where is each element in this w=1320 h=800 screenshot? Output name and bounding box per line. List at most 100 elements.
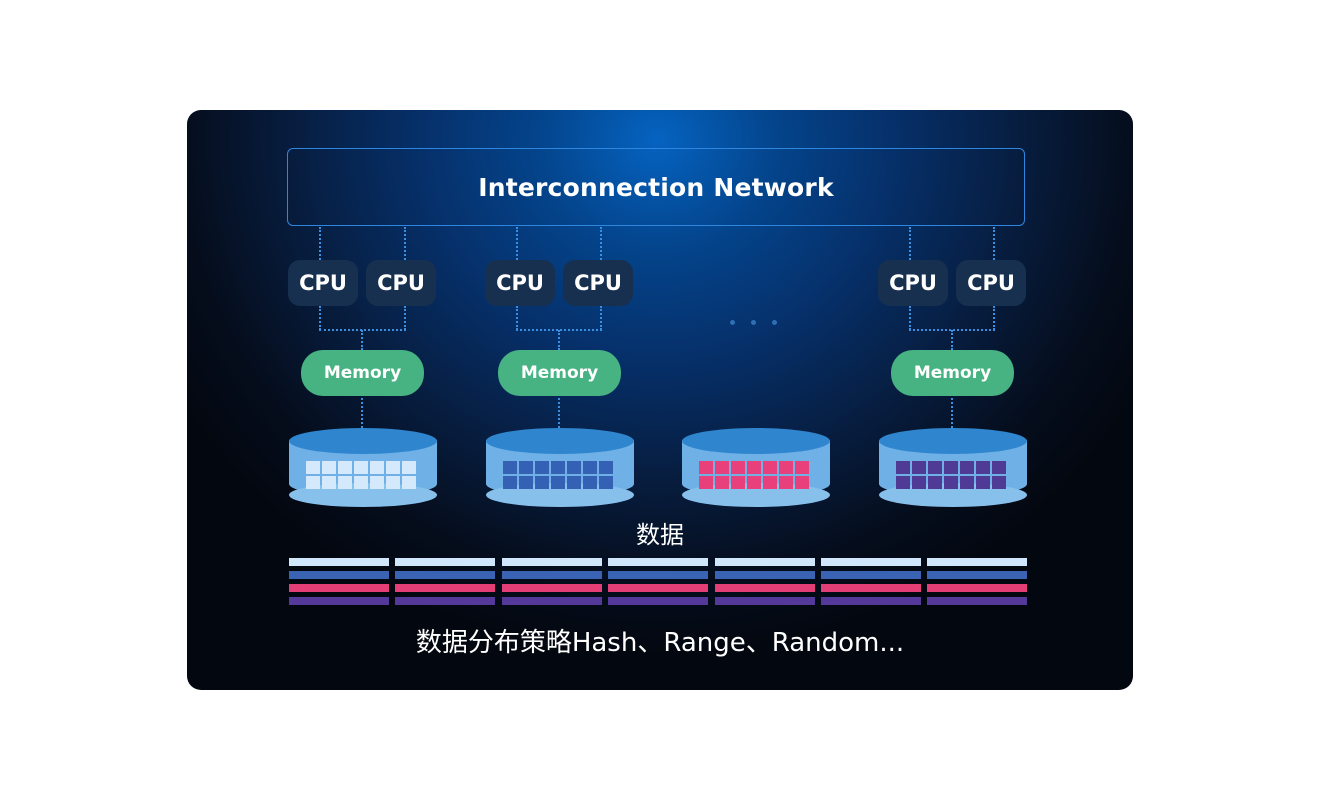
stripe-segment [395, 571, 495, 579]
stripe-segment [395, 584, 495, 592]
data-block [928, 476, 942, 489]
data-block [747, 476, 761, 489]
database-disk [682, 428, 830, 508]
stripe-segment [289, 584, 389, 592]
connector-line [361, 330, 363, 350]
data-block [583, 476, 597, 489]
data-block [402, 476, 416, 489]
data-block [338, 476, 352, 489]
data-block [912, 476, 926, 489]
stripe-segment [821, 584, 921, 592]
data-block [535, 461, 549, 474]
data-block [567, 461, 581, 474]
data-block [896, 461, 910, 474]
data-block [795, 461, 809, 474]
cpu-label: CPU [967, 271, 1015, 295]
connector-line [404, 227, 406, 260]
ellipsis-dot [772, 320, 777, 325]
data-block [960, 476, 974, 489]
interconnection-network: Interconnection Network [287, 148, 1025, 226]
memory-box: Memory [301, 350, 424, 396]
connector-line [993, 306, 995, 330]
data-block [731, 476, 745, 489]
data-block [747, 461, 761, 474]
cpu-box: CPU [563, 260, 633, 306]
network-label: Interconnection Network [478, 172, 834, 202]
stripe-segment [715, 597, 815, 605]
connector-line [951, 330, 953, 350]
stripe-segment [715, 558, 815, 566]
data-block [763, 476, 777, 489]
stripe-segment [395, 558, 495, 566]
data-block [715, 461, 729, 474]
cpu-box: CPU [956, 260, 1026, 306]
data-block [779, 476, 793, 489]
data-block [699, 461, 713, 474]
stripe-segment [289, 597, 389, 605]
stripe-segment [927, 571, 1027, 579]
connector-line [361, 398, 363, 428]
data-block [535, 476, 549, 489]
data-block [944, 476, 958, 489]
data-block [795, 476, 809, 489]
memory-label: Memory [323, 363, 402, 383]
stripe-segment [608, 584, 708, 592]
data-block [322, 476, 336, 489]
data-block [503, 476, 517, 489]
architecture-diagram: Interconnection Network CPU CPU Memory C… [187, 110, 1133, 690]
connector-line [516, 227, 518, 260]
stripe-segment [821, 558, 921, 566]
data-block [960, 461, 974, 474]
data-block [779, 461, 793, 474]
connector-line [909, 227, 911, 260]
connector-line [319, 306, 321, 330]
memory-box: Memory [891, 350, 1014, 396]
cpu-label: CPU [299, 271, 347, 295]
data-block [992, 476, 1006, 489]
data-block [354, 476, 368, 489]
ellipsis-dot [730, 320, 735, 325]
data-block [599, 461, 613, 474]
stripe-segment [927, 584, 1027, 592]
stripe-segment [502, 558, 602, 566]
connector-line [404, 306, 406, 330]
stripe-segment [608, 558, 708, 566]
data-block-grid [503, 461, 617, 489]
data-block [731, 461, 745, 474]
data-block [912, 461, 926, 474]
cpu-label: CPU [889, 271, 937, 295]
data-block [567, 476, 581, 489]
stripe-segment [927, 558, 1027, 566]
data-label: 数据 [636, 521, 684, 549]
connector-line [909, 306, 911, 330]
data-block [896, 476, 910, 489]
stripe-segment [821, 571, 921, 579]
data-block [306, 461, 320, 474]
data-block-grid [699, 461, 813, 489]
connector-line [993, 227, 995, 260]
data-block [386, 461, 400, 474]
data-block [370, 461, 384, 474]
database-disk [289, 428, 437, 508]
data-block [551, 461, 565, 474]
data-block [976, 461, 990, 474]
stripe-segment [289, 571, 389, 579]
stripe-segment [502, 584, 602, 592]
data-block [551, 476, 565, 489]
data-block-grid [896, 461, 1010, 489]
connector-line [600, 227, 602, 260]
cpu-label: CPU [377, 271, 425, 295]
data-block [763, 461, 777, 474]
connector-line [951, 398, 953, 428]
data-block [583, 461, 597, 474]
data-block [992, 461, 1006, 474]
data-block [354, 461, 368, 474]
connector-line [516, 306, 518, 330]
connector-line [600, 306, 602, 330]
data-block [715, 476, 729, 489]
data-block [519, 476, 533, 489]
data-block [503, 461, 517, 474]
stripe-segment [821, 597, 921, 605]
data-block [306, 476, 320, 489]
cpu-label: CPU [574, 271, 622, 295]
